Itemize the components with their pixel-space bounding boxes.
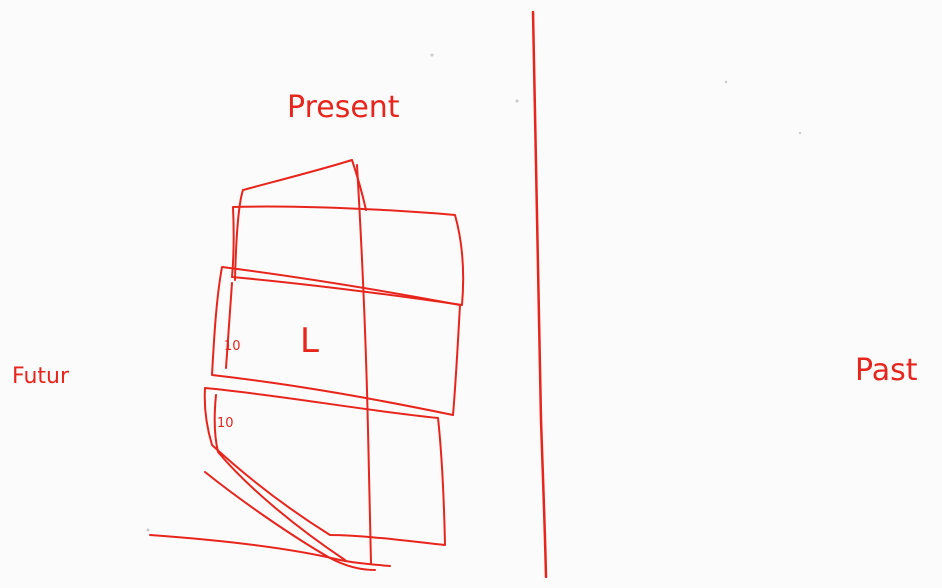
board-specks <box>147 54 802 532</box>
mark-upper: 10 <box>224 339 241 354</box>
bottom-band-inner-edge <box>215 395 345 560</box>
past-label: Past <box>855 353 918 388</box>
top-cap-shape <box>235 160 366 280</box>
mark-lower: 10 <box>217 416 234 431</box>
future-label: Futur <box>12 364 70 389</box>
present-label: Present <box>287 90 400 125</box>
stack-vertical-line <box>357 165 371 563</box>
sketch-stack <box>150 160 463 570</box>
bottom-band <box>205 388 445 545</box>
base-stroke-long <box>150 535 390 566</box>
divider-line <box>533 12 546 577</box>
middle-band-inner-edge <box>226 283 232 368</box>
center-letter: L <box>300 321 319 361</box>
top-band <box>232 207 463 305</box>
